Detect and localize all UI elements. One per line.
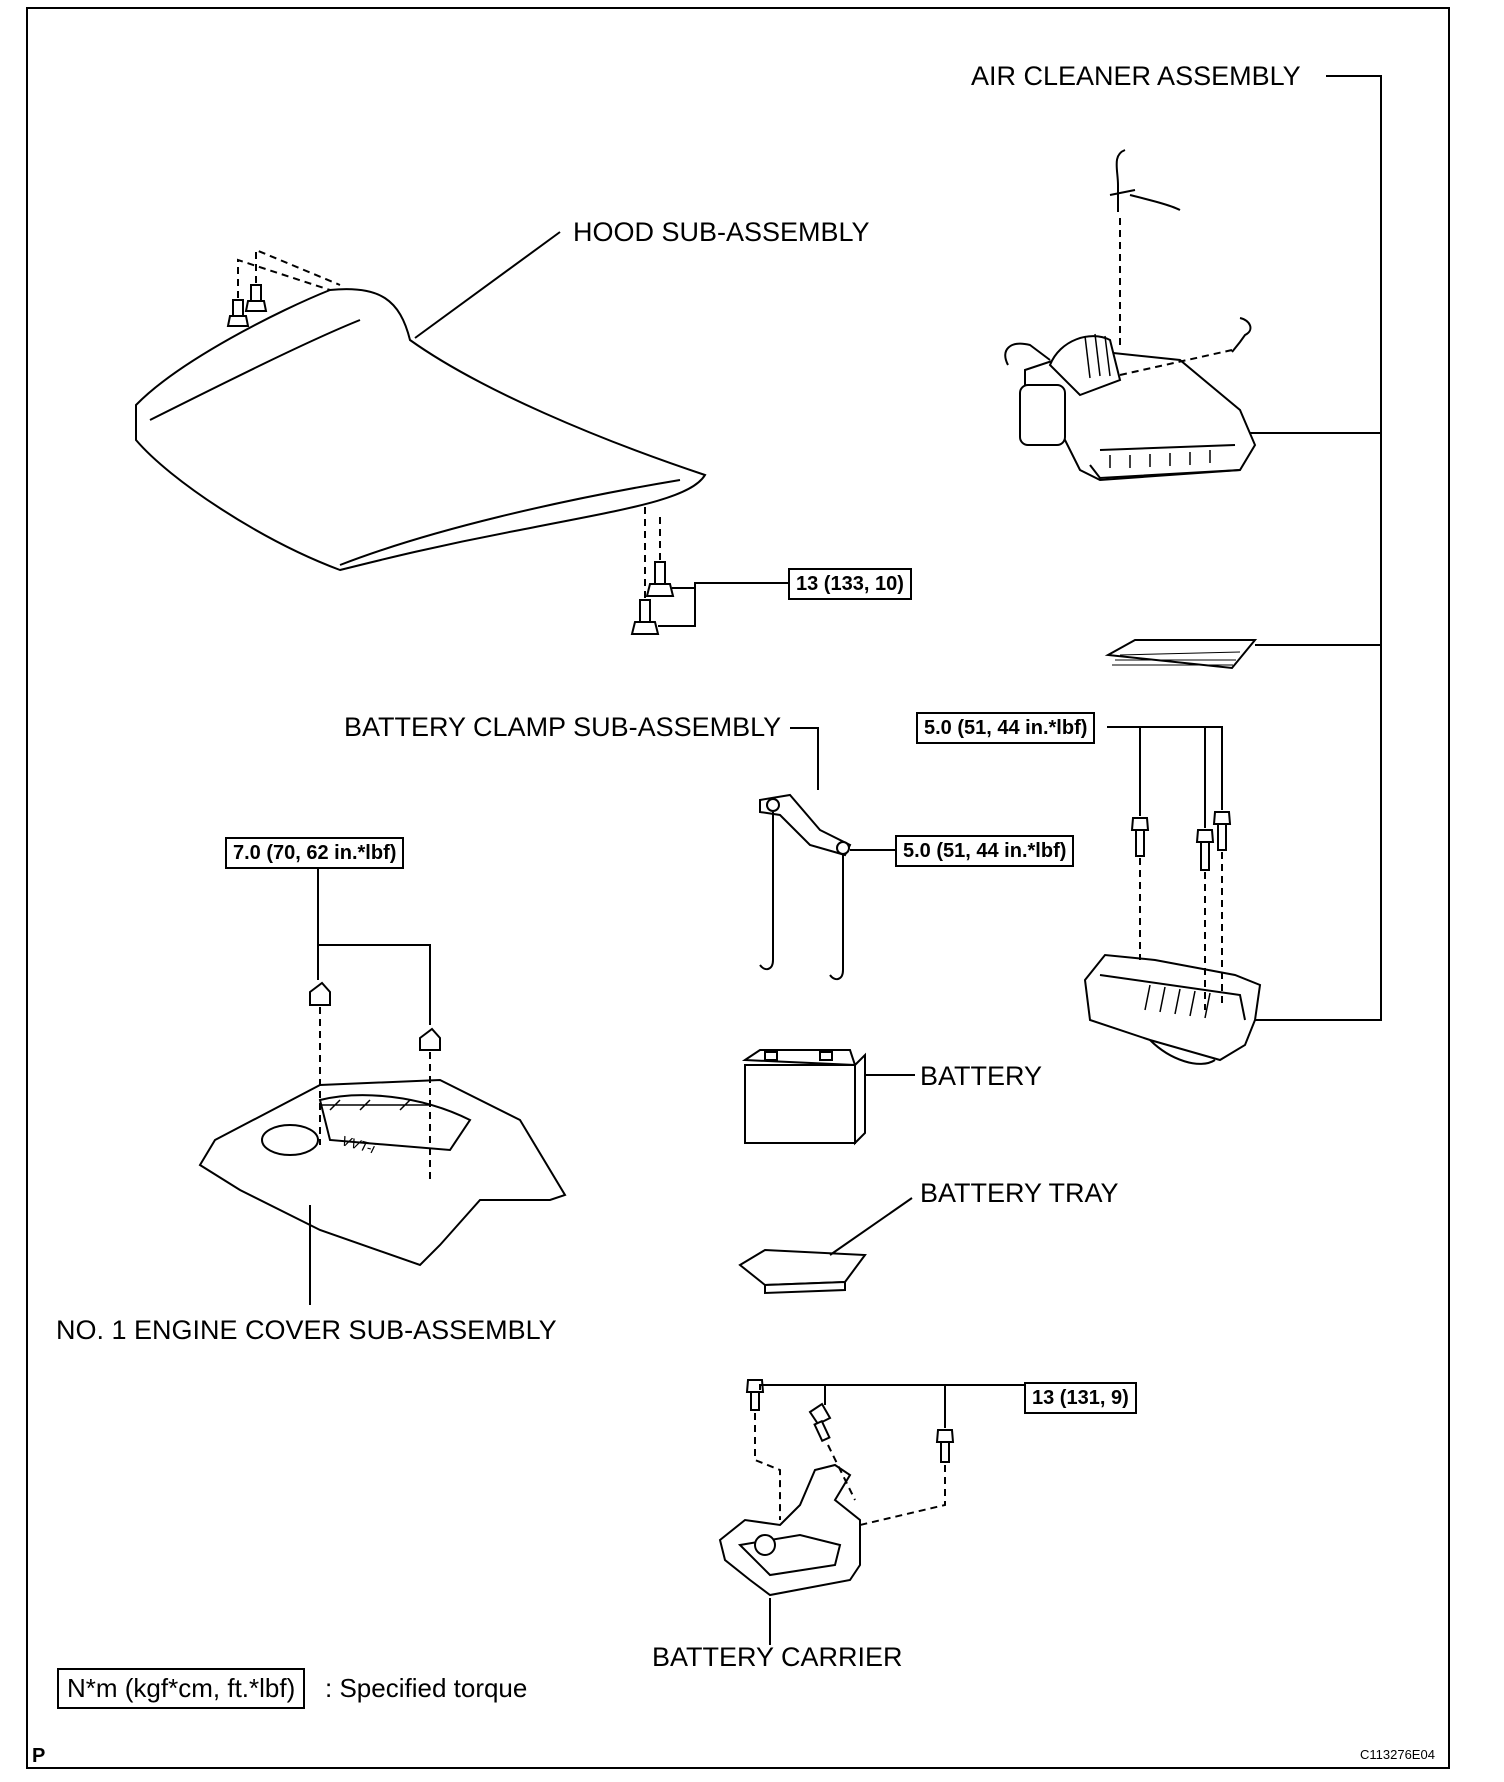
label-battery-clamp-sub-assembly: BATTERY CLAMP SUB-ASSEMBLY <box>344 712 782 742</box>
battery-carrier-drawing <box>718 1379 1025 1645</box>
engine-cover-drawing: VVT-i <box>198 865 567 1305</box>
battery-clamp-drawing <box>759 727 895 981</box>
diagram-frame <box>26 7 1450 1769</box>
label-battery-tray: BATTERY TRAY <box>920 1178 1119 1208</box>
legend-torque-meaning: : Specified torque <box>325 1673 528 1703</box>
torque-air-cleaner-bolts: 5.0 (51, 44 in.*lbf) <box>916 712 1096 744</box>
label-hood-sub-assembly: HOOD SUB-ASSEMBLY <box>573 217 870 247</box>
hood-lower-bolts <box>630 561 675 635</box>
air-cleaner-drawing <box>1004 75 1382 1065</box>
label-air-cleaner-assembly: AIR CLEANER ASSEMBLY <box>971 61 1301 91</box>
torque-clamp-nut: 5.0 (51, 44 in.*lbf) <box>895 835 1075 867</box>
page-mark: P <box>32 1745 46 1767</box>
battery-tray-drawing <box>738 1197 913 1295</box>
air-cleaner-bolts <box>1130 811 1232 871</box>
hood-hinge-bolts <box>226 284 268 327</box>
legend-torque-unit: N*m (kgf*cm, ft.*lbf) <box>57 1668 306 1709</box>
torque-engine-cover-nuts: 7.0 (70, 62 in.*lbf) <box>225 837 405 869</box>
torque-carrier-bolts: 13 (131, 9) <box>1024 1382 1137 1414</box>
torque-hood-bolts: 13 (133, 10) <box>788 568 912 600</box>
hood-drawing <box>135 231 790 635</box>
figure-id: C113276E04 <box>1360 1747 1435 1762</box>
label-battery: BATTERY <box>920 1061 1043 1091</box>
label-engine-cover-sub-assembly: NO. 1 ENGINE COVER SUB-ASSEMBLY <box>56 1315 557 1345</box>
label-battery-carrier: BATTERY CARRIER <box>652 1642 903 1672</box>
battery-drawing <box>741 1049 915 1146</box>
